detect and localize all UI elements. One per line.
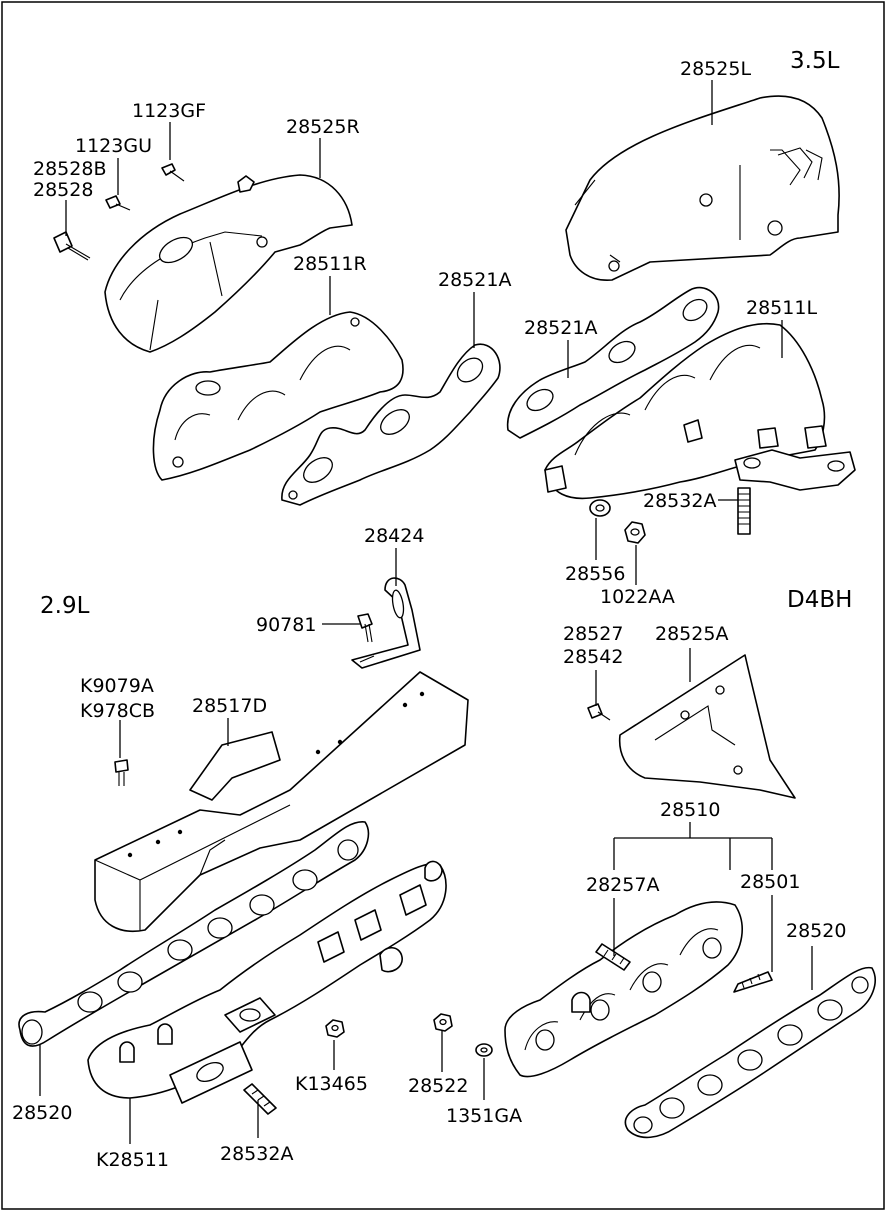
callout-1123GU: 1123GU — [75, 135, 152, 157]
callout-28528B: 28528B — [33, 158, 106, 180]
callout-28532A-bottom: 28532A — [220, 1143, 293, 1165]
washer-1351GA — [475, 1043, 493, 1057]
gasket-28521A-left — [281, 343, 501, 506]
variant-label-d4bh: D4BH — [787, 587, 852, 613]
callout-28532A-top: 28532A — [643, 490, 716, 512]
exhaust-manifold-K28511 — [87, 860, 447, 1104]
callout-28528: 28528 — [33, 179, 93, 201]
callout-28525R: 28525R — [286, 116, 360, 138]
exhaust-manifold-28511R — [152, 311, 404, 481]
bolt-28527 — [587, 703, 611, 721]
callout-90781: 90781 — [256, 614, 316, 636]
callout-1351GA: 1351GA — [446, 1105, 522, 1127]
callout-28520-right: 28520 — [786, 920, 846, 942]
bolt-28528 — [53, 231, 91, 261]
leader-lines — [39, 80, 813, 1144]
bolt-1123GF — [161, 163, 185, 182]
callout-28521A-left: 28521A — [438, 269, 511, 291]
callout-28511L: 28511L — [746, 297, 817, 319]
callout-28424: 28424 — [364, 525, 424, 547]
nut-1022AA — [624, 521, 646, 544]
bolt-1123GU — [105, 195, 131, 211]
callout-28525A: 28525A — [655, 623, 728, 645]
heat-shield-28525R — [104, 174, 353, 353]
callout-28257A: 28257A — [586, 874, 659, 896]
gasket-28521A-right — [506, 286, 720, 439]
gasket-28520-right — [624, 966, 876, 1139]
stud-28532A-bottom — [243, 1083, 277, 1115]
callout-28527: 28527 — [563, 623, 623, 645]
callout-K13465: K13465 — [295, 1073, 368, 1095]
callout-28521A-right: 28521A — [524, 317, 597, 339]
callout-28501: 28501 — [740, 871, 800, 893]
callout-K9079A: K9079A — [80, 675, 154, 697]
callout-K28511: K28511 — [96, 1149, 169, 1171]
callout-28511R: 28511R — [293, 253, 367, 275]
bracket-28424 — [351, 577, 421, 669]
callout-28517D: 28517D — [192, 695, 267, 717]
callout-28556: 28556 — [565, 563, 625, 585]
gasket-28520-left — [18, 821, 370, 1047]
nut-28522 — [433, 1013, 453, 1032]
callout-28525L: 28525L — [680, 58, 751, 80]
washer-28556 — [589, 499, 611, 517]
variant-label-3-5l: 3.5L — [790, 48, 840, 74]
stud-28257A — [595, 943, 631, 971]
nut-K13465 — [325, 1019, 345, 1038]
stud-28501 — [733, 971, 773, 993]
bolt-K9079A — [114, 759, 129, 786]
heat-shield-28525L — [565, 95, 840, 281]
callout-28520-left: 28520 — [12, 1102, 72, 1124]
stud-28532A-top — [737, 487, 751, 535]
callout-28510: 28510 — [660, 799, 720, 821]
callout-1022AA: 1022AA — [600, 586, 675, 608]
heat-shield-28517D — [94, 671, 469, 932]
bolt-90781 — [357, 613, 373, 643]
variant-label-2-9l: 2.9L — [40, 593, 90, 619]
callout-1123GF: 1123GF — [132, 100, 206, 122]
callout-28522: 28522 — [408, 1075, 468, 1097]
exhaust-manifold-28510 — [504, 901, 743, 1078]
callout-K978CB: K978CB — [80, 700, 155, 722]
heat-shield-28525A — [618, 654, 796, 799]
callout-28542: 28542 — [563, 646, 623, 668]
exhaust-manifold-28511L — [544, 322, 856, 500]
